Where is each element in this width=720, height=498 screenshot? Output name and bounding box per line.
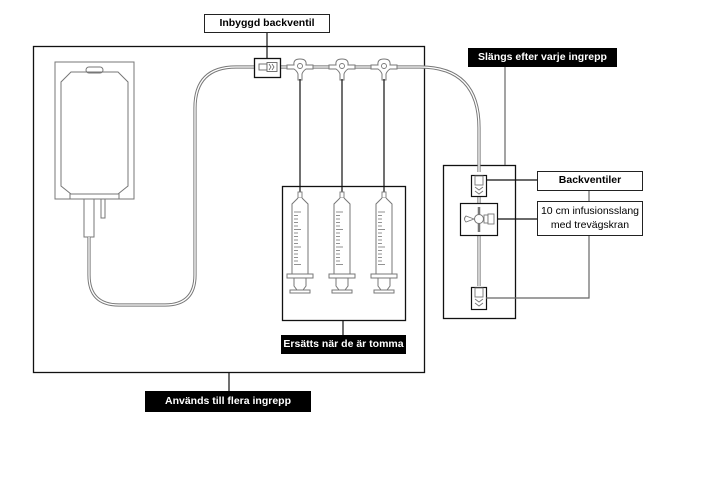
syringe-icon [286,191,314,294]
label-infusion-line-line2: med trevägskran [550,218,630,231]
check-valve-bottom-icon [470,286,488,311]
iv-tubing [87,65,481,307]
label-used-for-multiple-procedures: Används till flera ingrepp [145,391,311,412]
label-builtin-check-valve: Inbyggd backventil [204,14,330,33]
syringe-group-box [281,185,407,322]
label-infusion-line-with-stopcock: 10 cm infusionsslang med trevägskran [537,201,643,236]
label-replace-when-empty: Ersätts när de är tomma [281,335,406,354]
syringe-feed-lines [299,79,385,192]
label-infusion-line-line1: 10 cm infusionsslang [540,205,640,218]
three-way-stopcock-icon [459,202,499,237]
t-connectors [286,58,398,81]
syringe-icon [328,191,356,294]
t-connector-icon [328,58,356,81]
label-check-valves: Backventiler [537,171,643,191]
leader-lines [228,32,590,391]
syringe-icon [370,191,398,294]
builtin-check-valve-icon [253,57,282,79]
syringes [286,191,398,294]
check-valve-top-icon [470,174,488,198]
t-connector-icon [286,58,314,81]
iv-bag-icon [54,61,135,238]
t-connector-icon [370,58,398,81]
label-discard-after-each-procedure: Slängs efter varje ingrepp [468,48,617,67]
